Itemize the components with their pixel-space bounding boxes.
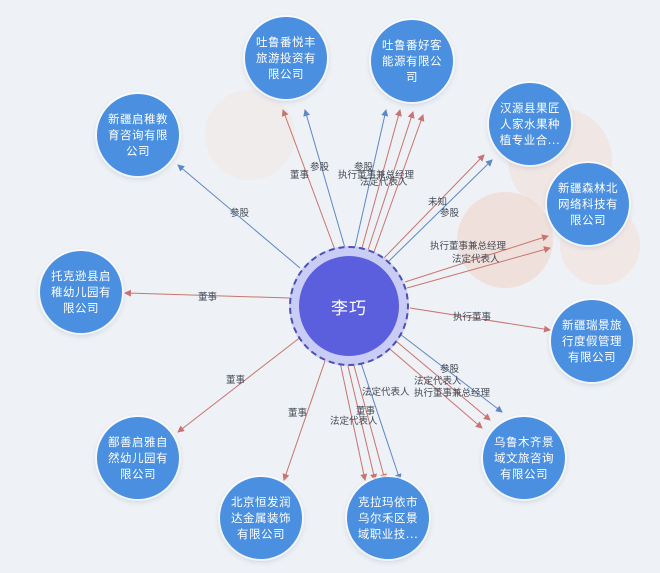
edge-line [282,357,327,481]
edge-label: 法定代表人 [330,415,378,427]
edge-label: 董事 [356,405,376,417]
edge-line [339,361,368,481]
edge-label: 董事 [288,407,308,419]
edge-label: 董事 [226,374,246,386]
edge-line [389,335,491,421]
edge-line [383,343,483,429]
edge-label: 董事 [290,169,310,181]
edge-line [124,289,291,299]
edge-line [281,109,336,251]
company-node[interactable]: 北京恒发润 达金属装饰 有限公司 [220,477,302,559]
company-node[interactable]: 新疆森林北 网络科技有 限公司 [547,163,629,245]
edge-label: 参股 [310,161,330,173]
edge-label: 参股 [440,207,460,219]
edge-line [361,109,402,249]
edge-label: 参股 [354,161,374,173]
edge-line [404,234,549,283]
company-node[interactable]: 鄯善启雅自 然幼儿园有 限公司 [97,417,179,499]
center-person-name: 李巧 [331,298,367,319]
edge-line [177,335,303,433]
company-node[interactable]: 乌鲁木齐景 域文旅咨询 有限公司 [483,417,565,499]
edge-label: 执行董事兼总经理 [430,240,507,252]
edge-line [177,164,301,269]
company-node[interactable]: 吐鲁番好客 能源有限公 司 [371,20,453,102]
edge-line [409,307,551,333]
edge-line [359,359,402,481]
center-person-node[interactable]: 李巧 [299,256,399,356]
company-node[interactable]: 吐鲁番悦丰 旅游投资有 限公司 [245,17,327,99]
edge-line [367,111,415,251]
edge-line [387,159,493,263]
company-node[interactable]: 汉源县果匠 人家水果种 植专业合... [489,83,571,165]
edge-line [303,109,346,249]
company-node[interactable]: 托克逊县启 稚幼儿园有 限公司 [40,251,122,333]
edge-label: 参股 [440,363,460,375]
edge-label: 法定代表人 [414,375,462,387]
edge-label: 参股 [230,207,250,219]
edge-label: 法定代表人 [452,253,500,265]
edge-line [373,114,425,253]
company-node[interactable]: 克拉玛依市 乌尔禾区景 域职业技... [347,477,429,559]
edge-line [346,361,378,481]
edge-label: 法定代表人 [362,386,410,398]
edge-label: 执行董事兼总经理 [338,169,415,181]
edge-label: 董事 [198,291,218,303]
edge-label: 法定代表人 [360,176,408,188]
edge-line [406,246,551,289]
edge-line [395,330,503,413]
edge-label: 执行董事兼总经理 [414,387,491,399]
company-node[interactable]: 新疆启稚教 育咨询有限 公司 [97,94,179,176]
edge-line [383,154,485,259]
edge-line [354,109,389,248]
edge-label: 执行董事 [453,311,492,323]
company-node[interactable]: 新疆瑞景旅 行度假管理 有限公司 [551,300,633,382]
edge-label: 未知 [428,196,447,208]
edge-line [352,361,387,481]
